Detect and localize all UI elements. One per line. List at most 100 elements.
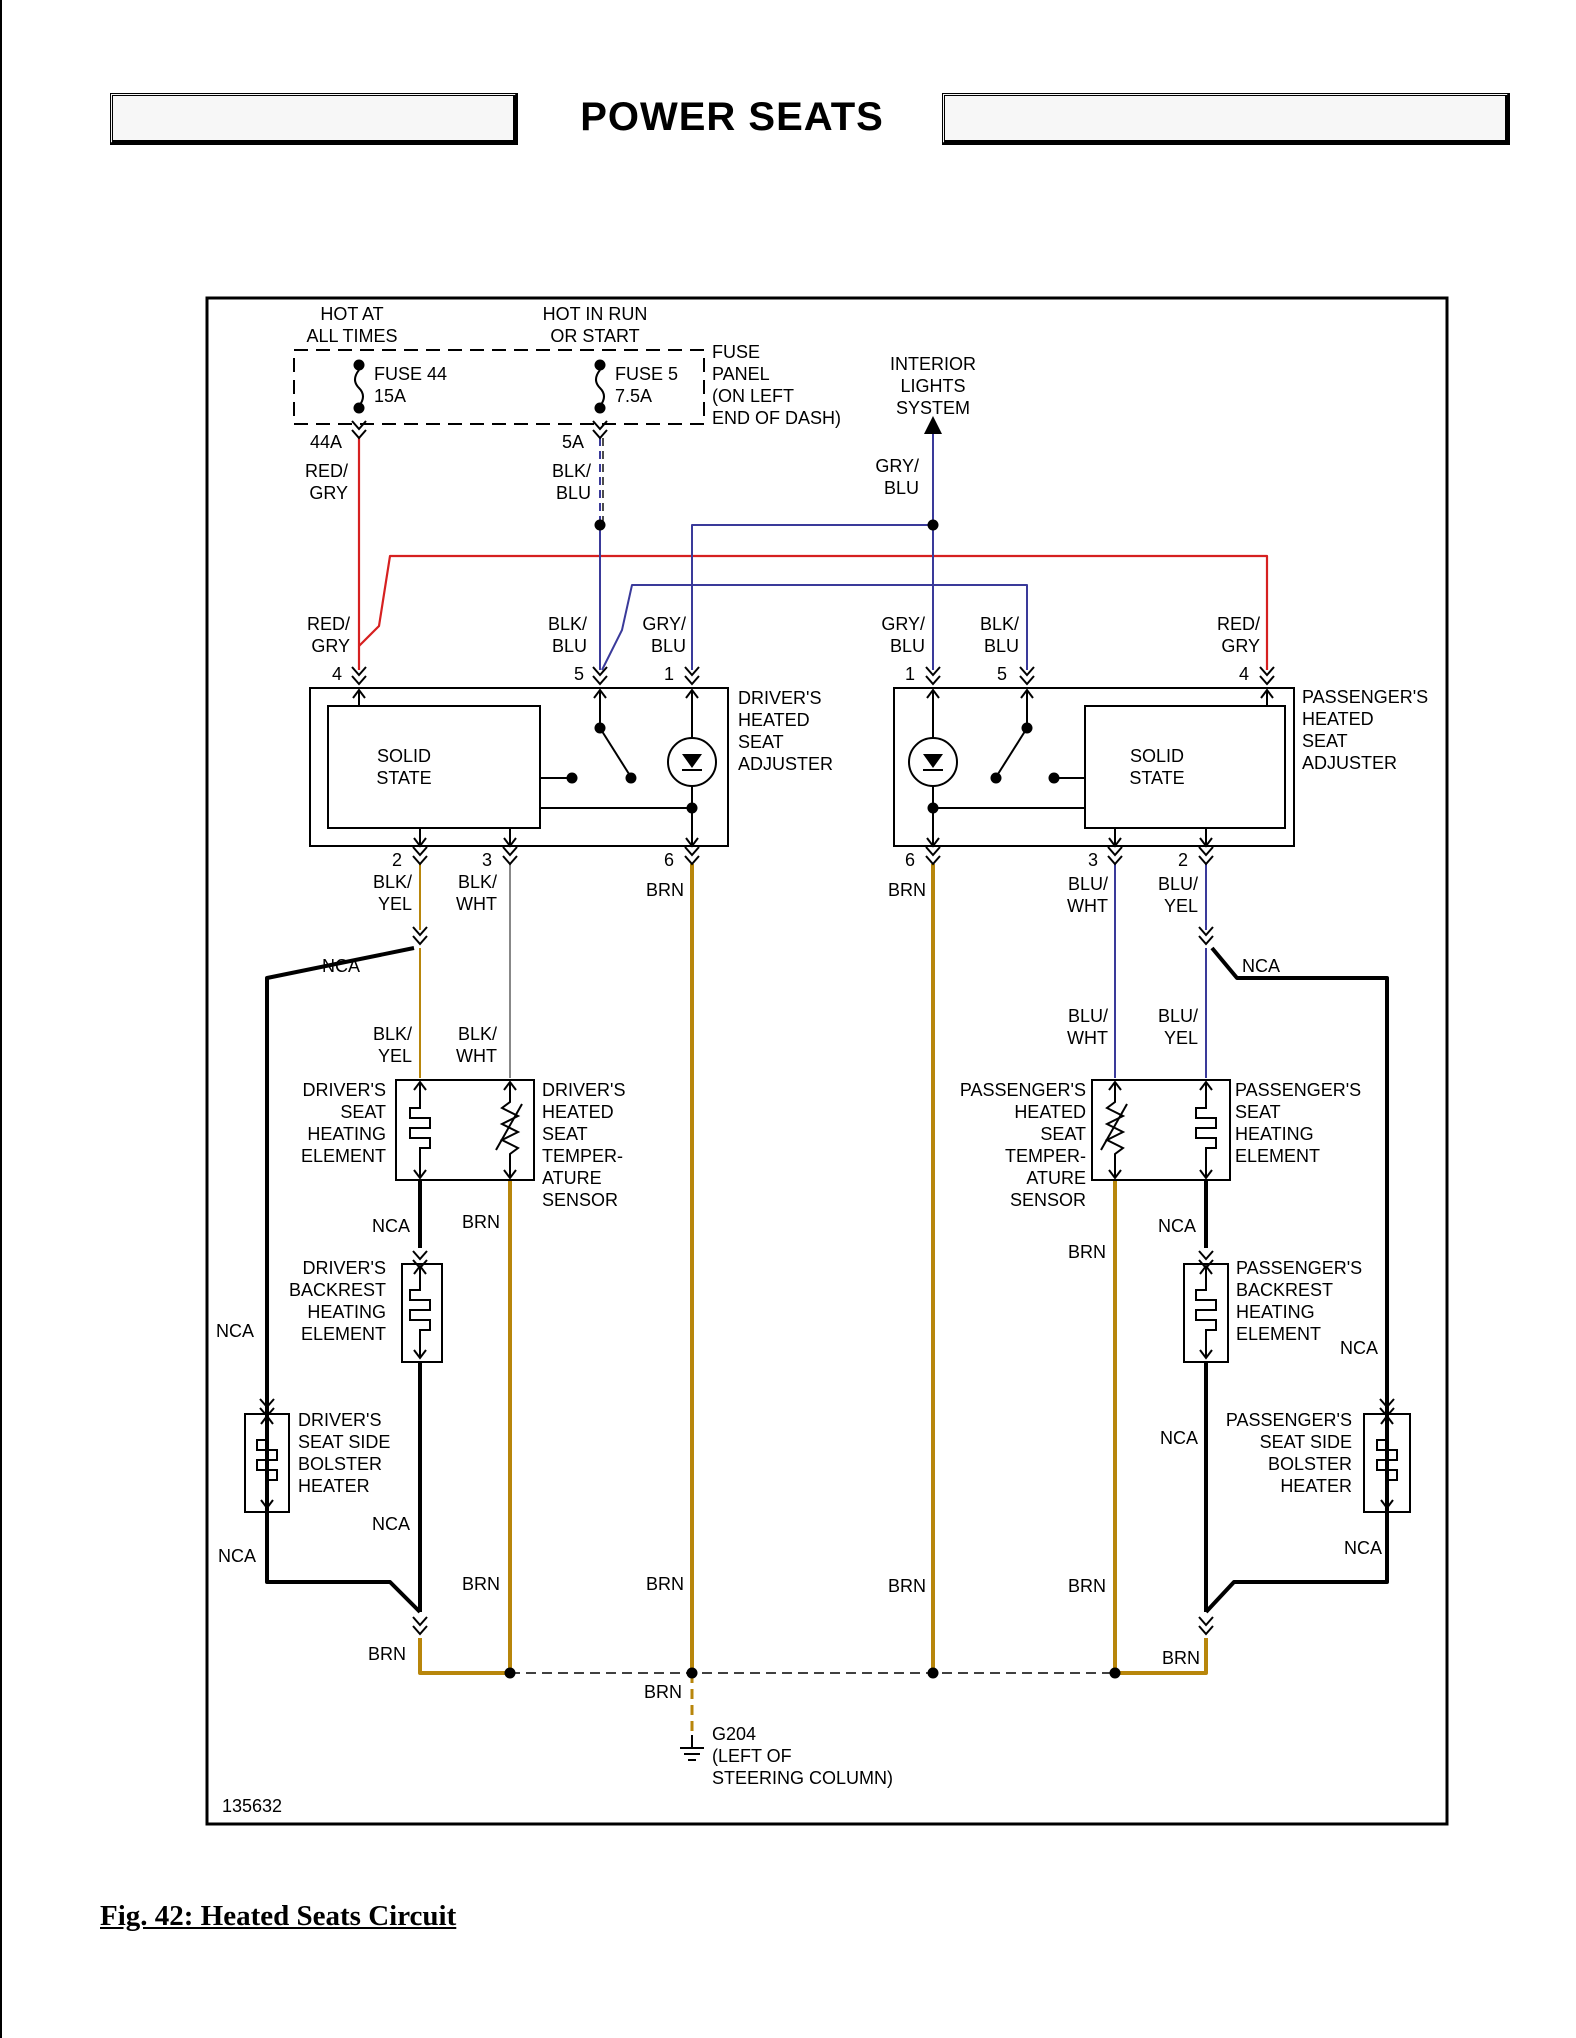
passenger-backrest-label-line: HEATING xyxy=(1236,1302,1315,1322)
ground-splice-2 xyxy=(927,1667,939,1679)
driver-solid-state-label-line: SOLID xyxy=(377,746,431,766)
drv-sensor-brn-label: BRN xyxy=(462,1212,500,1232)
adjuster-top-connector-5 xyxy=(1259,666,1275,677)
passenger-backrest-box xyxy=(1183,1263,1229,1363)
pass-sensor-down xyxy=(1108,1169,1122,1180)
passenger-seat-heating-element-icon xyxy=(1195,1082,1217,1178)
drv-pin4: 4 xyxy=(332,664,342,684)
drv-ground-conn xyxy=(412,1625,428,1636)
ground-brn-label: BRN xyxy=(644,1682,682,1702)
driver-seat-element-label-line: HEATING xyxy=(307,1124,386,1144)
adjuster-top-connector-0 xyxy=(351,666,367,677)
drv-brn-ground-label-line: BRN xyxy=(368,1644,406,1664)
driver-temp-sensor-label-line: TEMPER- xyxy=(542,1146,623,1166)
drv-pin5-wire-label: BLK/BLU xyxy=(548,614,587,656)
fuse-panel-label-line: END OF DASH) xyxy=(712,408,841,428)
drv-brn-label-line: BRN xyxy=(646,880,684,900)
hot-at-all-times-label-line: ALL TIMES xyxy=(306,326,397,346)
fuse44-label-line: 15A xyxy=(374,386,406,406)
passenger-adjuster-label-line: PASSENGER'S xyxy=(1302,687,1428,707)
fuse-panel-label-line: FUSE xyxy=(712,342,760,362)
pass-pin2: 2 xyxy=(1178,850,1188,870)
driver-bolster-label-line: DRIVER'S xyxy=(298,1410,381,1430)
drv-blk-yel-label-2-line: BLK/ xyxy=(373,1024,412,1044)
drv-blk-yel-label-line: YEL xyxy=(378,894,412,914)
drv-blk-yel-label-2: BLK/YEL xyxy=(373,1024,412,1066)
pass-nca-label-5: NCA xyxy=(1344,1538,1382,1558)
pass-pin6: 6 xyxy=(905,850,915,870)
hot-at-all-times-label-line: HOT AT xyxy=(320,304,383,324)
wire-blk-blu-label-top: BLK/BLU xyxy=(552,461,591,503)
drv-nca-label-2-line: NCA xyxy=(372,1216,410,1236)
drv-brn-ground-label: BRN xyxy=(368,1644,406,1664)
wire-gry-blu-drv xyxy=(691,524,933,670)
pass-backrest-down xyxy=(1199,1349,1213,1360)
connector-5a-label: 5A xyxy=(562,432,584,452)
pass-pin1-wire-label-line: BLU xyxy=(890,636,925,656)
drv-blk-yel-label-line: BLK/ xyxy=(373,872,412,892)
wire-blk-blu-label-top-line: BLU xyxy=(556,483,591,503)
driver-adjuster-label-line: ADJUSTER xyxy=(738,754,833,774)
drv-blk-yel-label-2-line: YEL xyxy=(378,1046,412,1066)
pass-adj-brn-label-2: BRN xyxy=(888,1576,926,1596)
fuse44-connector xyxy=(351,429,367,440)
pass-brn-ground-wire xyxy=(1115,1638,1208,1675)
drv-pin1-wire-label-line: BLU xyxy=(651,636,686,656)
driver-temp-sensor-label-line: HEATED xyxy=(542,1102,614,1122)
connector-44a-label-line: 44A xyxy=(310,432,342,452)
pass-blu-wht-label-2-line: WHT xyxy=(1067,1028,1108,1048)
driver-seat-element-label-line: SEAT xyxy=(340,1102,386,1122)
interior-lights-label-line: LIGHTS xyxy=(900,376,965,396)
passenger-bolster-label-line: BOLSTER xyxy=(1268,1454,1352,1474)
pass-ground-conn xyxy=(1198,1616,1214,1627)
fuse44-top-dot xyxy=(353,359,365,371)
passenger-bolster-label-line: PASSENGER'S xyxy=(1226,1410,1352,1430)
header-bar-right xyxy=(942,93,1510,145)
pass-pin5-wire-label-line: BLK/ xyxy=(980,614,1019,634)
driver-seat-heating-element-icon xyxy=(409,1082,431,1178)
drv-nca-label-3-line: NCA xyxy=(216,1321,254,1341)
page-title: POWER SEATS xyxy=(580,95,884,139)
drv-elem-arrow-down xyxy=(413,1169,427,1180)
driver-backrest-label-line: ELEMENT xyxy=(301,1324,386,1344)
pass-elem-down xyxy=(1199,1169,1213,1180)
ground-brn-label-line: BRN xyxy=(644,1682,682,1702)
passenger-backrest-heating-element-icon xyxy=(1195,1266,1217,1358)
fuse-panel-box xyxy=(293,349,705,425)
pass-blu-yel-label-line: YEL xyxy=(1164,896,1198,916)
wire-blk-blu-pass xyxy=(601,584,1028,671)
drv-nca-label-4: NCA xyxy=(372,1514,410,1534)
figure-caption: Fig. 42: Heated Seats Circuit xyxy=(100,1900,457,1932)
driver-solid-state-box xyxy=(327,705,541,829)
pass-switch-blade xyxy=(997,727,1028,775)
adjuster-top-connector-3 xyxy=(925,675,941,686)
pass-switch-contact xyxy=(990,772,1002,784)
passenger-temp-sensor-label-line: ATURE xyxy=(1026,1168,1086,1188)
pass-backrest-conn xyxy=(1198,1250,1214,1261)
fuse44-symbol xyxy=(354,369,364,407)
drv-pin6-arrow xyxy=(685,837,699,848)
ground-splice-1 xyxy=(686,1667,698,1679)
driver-temp-sensor-label-line: SEAT xyxy=(542,1124,588,1144)
driver-seat-element-label-line: ELEMENT xyxy=(301,1146,386,1166)
pass-nca-loop xyxy=(1204,946,1389,1614)
driver-backrest-box xyxy=(401,1263,443,1363)
fuse44-connector xyxy=(351,420,367,431)
drv-pin6-line: 6 xyxy=(664,850,674,870)
drv-bolster-conn xyxy=(259,1398,275,1409)
diagram-id-line: 135632 xyxy=(222,1796,282,1816)
diagram-id: 135632 xyxy=(222,1796,282,1816)
pass-pin4-wire-label: RED/GRY xyxy=(1217,614,1260,656)
fuse5-label-line: FUSE 5 xyxy=(615,364,678,384)
pass-nca-label-4: NCA xyxy=(1160,1428,1198,1448)
driver-bolster-label-line: SEAT SIDE xyxy=(298,1432,390,1452)
adjuster-top-connector-4 xyxy=(1019,666,1035,677)
drv-pin5-wire-label-line: BLU xyxy=(552,636,587,656)
passenger-temp-sensor-label-line: SEAT xyxy=(1040,1124,1086,1144)
